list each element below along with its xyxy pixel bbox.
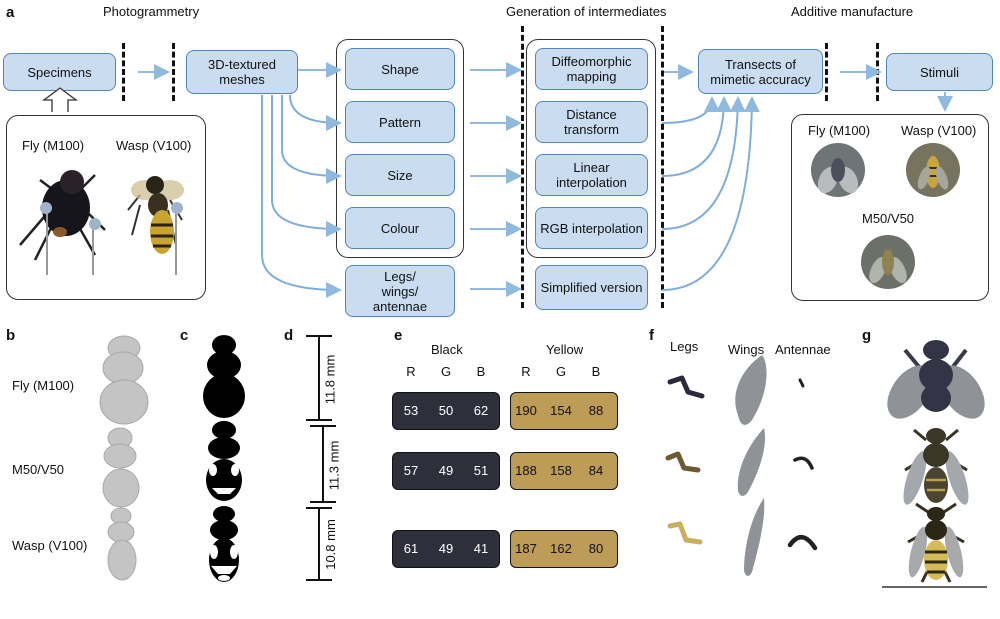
panel-b-row-fly: Fly (M100) (12, 378, 75, 393)
features-group-frame (336, 39, 464, 258)
methods-group-frame (526, 39, 656, 258)
method-linear-box: Linear interpolation (535, 154, 648, 196)
panel-e-yellow-value: 80 (588, 541, 604, 556)
stimuli-photo-frame (791, 114, 989, 301)
panel-label-g: g (862, 327, 872, 344)
panel-e-black-swatch (392, 452, 500, 490)
panel-e-yellow-value: 158 (550, 463, 572, 478)
method-diffeo-box: Diffeomorphic mapping (535, 48, 648, 90)
panel-e-black-value: 62 (473, 403, 489, 418)
panel-f-legs-label: Legs (670, 339, 699, 354)
stimulus-wasp-disc (906, 143, 960, 197)
feature-legs-box: Legs/ wings/ antennae (345, 265, 455, 317)
panel-label-f: f (649, 327, 654, 344)
panel-e-black-value: 49 (438, 463, 454, 478)
stimulus-fly-disc (811, 143, 865, 197)
specimen-wasp-label: Wasp (V100) (116, 138, 192, 153)
panel-e-black-channel-header: R (406, 364, 416, 379)
panel-e-yellow-channel-header: R (521, 364, 531, 379)
wasp-specimen-drawing (127, 176, 184, 275)
panel-e-black-title: Black (431, 342, 463, 357)
panel-e-yellow-swatch (510, 392, 618, 430)
meshes-box: 3D-textured meshes (186, 50, 298, 94)
section-generation: Generation of intermediates (506, 4, 667, 19)
wasp-model (907, 502, 965, 583)
method-simplified-box: Simplified version (535, 265, 648, 310)
divider-photogrammetry-left (122, 43, 125, 101)
panel-e-black-channel-header: G (440, 364, 452, 379)
panel-e-black-channel-header: B (476, 364, 486, 379)
feature-pattern-box: Pattern (345, 101, 455, 143)
panel-e-yellow-title: Yellow (546, 342, 584, 357)
panel-e-yellow-channel-header: B (591, 364, 601, 379)
stimulus-mid-disc (861, 235, 915, 289)
panel-b-row-wasp: Wasp (V100) (12, 538, 88, 553)
panel-b-row-mid: M50/V50 (12, 462, 65, 477)
panel-e-black-value: 49 (438, 541, 454, 556)
method-distance-box: Distance transform (535, 101, 648, 143)
panel-e-yellow-value: 88 (588, 403, 604, 418)
panel-e-black-value: 50 (438, 403, 454, 418)
feature-colour-box: Colour (345, 207, 455, 249)
panel-e-black-value: 61 (403, 541, 419, 556)
panel-e-black-swatch (392, 530, 500, 568)
fly-specimen-drawing (19, 170, 106, 275)
section-photogrammetry: Photogrammetry (103, 4, 200, 19)
panel-e-black-value: 53 (403, 403, 419, 418)
divider-generation-left (521, 26, 524, 308)
panel-label-e: e (394, 327, 403, 344)
divider-additive-left (825, 43, 828, 101)
panel-e-yellow-value: 188 (515, 463, 537, 478)
panel-e-yellow-value: 84 (588, 463, 604, 478)
panel-e-yellow-value: 154 (550, 403, 572, 418)
panel-e-yellow-channel-header: G (555, 364, 567, 379)
panel-label-c: c (180, 327, 189, 344)
feature-size-box: Size (345, 154, 455, 196)
panel-e-yellow-value: 162 (550, 541, 572, 556)
panel-f-wings-label: Wings (728, 342, 765, 357)
panel-e-yellow-swatch (510, 452, 618, 490)
divider-generation-right (661, 26, 664, 308)
panel-e-black-swatch (392, 392, 500, 430)
divider-photogrammetry-right (172, 43, 175, 101)
stimuli-mid-label: M50/V50 (862, 211, 915, 226)
panel-e-black-value: 57 (403, 463, 419, 478)
stimuli-box: Stimuli (886, 53, 993, 91)
method-rgb-box: RGB interpolation (535, 207, 648, 249)
panel-label-b: b (6, 327, 16, 344)
panel-e-black-value: 41 (473, 541, 489, 556)
stimuli-fly-label: Fly (M100) (808, 123, 871, 138)
fly-model (887, 340, 985, 419)
panel-e-yellow-value: 190 (515, 403, 537, 418)
feature-shape-box: Shape (345, 48, 455, 90)
section-additive: Additive manufacture (791, 4, 914, 19)
panel-label-a: a (6, 4, 15, 21)
panel-e-black-value: 51 (473, 463, 489, 478)
panel-label-d: d (284, 327, 294, 344)
transects-box: Transects of mimetic accuracy (698, 49, 823, 94)
panel-e-yellow-swatch (510, 530, 618, 568)
stimuli-wasp-label: Wasp (V100) (901, 123, 977, 138)
panel-f-antennae-label: Antennae (775, 342, 831, 357)
specimen-fly-label: Fly (M100) (22, 138, 85, 153)
specimen-photo-frame (6, 115, 206, 300)
panel-e-yellow-value: 187 (515, 541, 537, 556)
mid-model (903, 428, 969, 505)
